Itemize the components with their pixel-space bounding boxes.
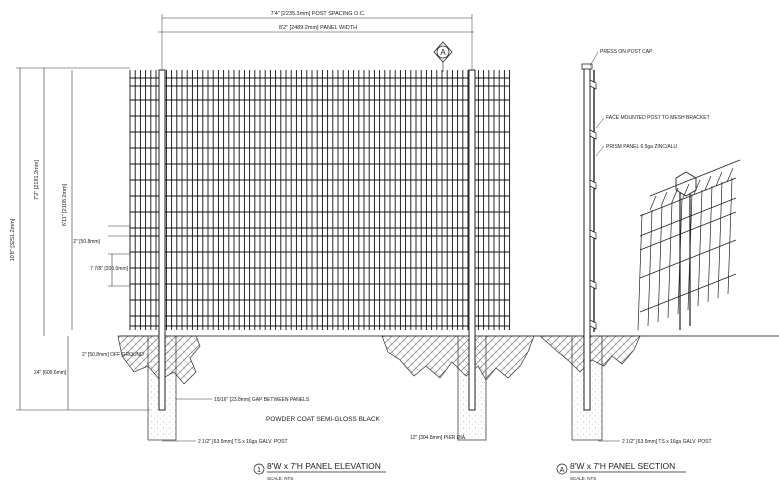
panel-width-label: 8'2" [2489.2mm] PANEL WIDTH: [279, 25, 357, 31]
perspective-wire: [715, 171, 723, 187]
section-title-letter: A: [560, 467, 565, 474]
perspective-wire: [637, 213, 643, 331]
overall-height-label: 10'8" [3251.2mm]: [10, 218, 16, 261]
perspective-wire: [726, 167, 734, 183]
gap-label: 15/16" [23.8mm] GAP BETWEEN PANELS: [214, 397, 310, 403]
perspective-wire: [677, 197, 683, 315]
embed-label: 24" [609.6mm]: [34, 370, 67, 376]
perspective-wire: [639, 273, 737, 313]
section-post-label: 2 1/2" [63.5mm] TS x 16ga GALV. POST: [622, 439, 712, 445]
callout-leader-bracket: [595, 117, 605, 129]
perspective-wire: [727, 177, 733, 295]
perspective-wire: [667, 201, 673, 319]
callout-leader-cap: [589, 51, 599, 67]
section-marker-letter: A: [440, 48, 446, 57]
perspective-wire: [704, 175, 712, 191]
cell-height-label: 7 7/8" [200.0mm]: [90, 266, 129, 272]
section-title-bubble: [556, 463, 568, 475]
elevation-scale: SCALE: NTS: [267, 476, 293, 481]
section-bracket: [589, 229, 597, 240]
callout-bracket: FACE MOUNTED POST TO MESH BRACKET: [606, 115, 710, 121]
section-bracket: [589, 179, 597, 190]
section-post-cap: [581, 63, 593, 70]
perspective-wire: [639, 197, 737, 237]
section-title: 8'W x 7'H PANEL SECTION: [570, 461, 675, 471]
perspective-wire: [687, 193, 693, 311]
callout-cap: PRESS ON POST CAP: [600, 49, 653, 55]
perspective-wire: [639, 177, 737, 217]
section-bracket: [589, 129, 597, 140]
section-post: [583, 65, 591, 411]
perspective-wire: [649, 195, 657, 211]
elevation-title-block: 1 8'W x 7'H PANEL ELEVATION SCALE: NTS: [253, 461, 386, 481]
perspective-wire: [717, 181, 723, 299]
section-brackets: [589, 79, 597, 330]
perspective-wire: [693, 179, 701, 195]
section-bracket: [589, 79, 597, 90]
callout-panel: PRISM PANEL 6.5ga ZINC/ALU: [606, 144, 678, 150]
mesh-height-label: 6'11" [2108.2mm]: [62, 183, 68, 226]
finish-note: POWDER COAT SEMI-GLOSS BLACK: [266, 416, 381, 423]
perspective-wire: [657, 205, 663, 323]
perspective-wire: [639, 239, 737, 279]
off-ground-label: 2" [50.8mm] OFF GROUND: [82, 352, 144, 358]
post-right: [468, 69, 476, 411]
panel-height-label: 7'2" [2181.2mm]: [34, 160, 40, 200]
perspective-wire: [697, 189, 703, 307]
post-label: 2 1/2" [63.5mm] TS x 16ga GALV. POST: [198, 439, 288, 445]
section-marker[interactable]: A: [433, 41, 453, 72]
callout-bracket-text: FACE MOUNTED POST TO MESH BRACKET: [606, 115, 710, 121]
perspective-wire: [649, 159, 741, 197]
elevation-title: 8'W x 7'H PANEL ELEVATION: [267, 461, 381, 471]
section-title-block: A 8'W x 7'H PANEL SECTION SCALE: NTS: [556, 461, 686, 481]
perspective-wire: [682, 183, 690, 199]
perspective-wire: [647, 209, 653, 327]
perspective-wire: [671, 187, 679, 203]
perspective-wire: [660, 191, 668, 207]
elevation-title-number: 1: [257, 467, 261, 474]
perspective-wire: [707, 185, 713, 303]
callout-leader-panel: [595, 145, 605, 157]
post-spacing-label: 7'4" [2235.3mm] POST SPACING O.C.: [271, 11, 366, 17]
pier-label: 12" [304.8mm] PIER DIA.: [410, 435, 467, 441]
elevation-title-bubble: [253, 463, 265, 475]
rail-gap-label: 2" [50.8mm]: [73, 239, 100, 245]
post-left: [158, 69, 166, 411]
section-bracket: [589, 279, 597, 290]
perspective-detail: [637, 159, 741, 331]
section-scale: SCALE: NTS: [570, 476, 596, 481]
section-bracket: [589, 319, 597, 330]
mesh-panel: [129, 70, 511, 330]
perspective-wire: [639, 211, 737, 251]
